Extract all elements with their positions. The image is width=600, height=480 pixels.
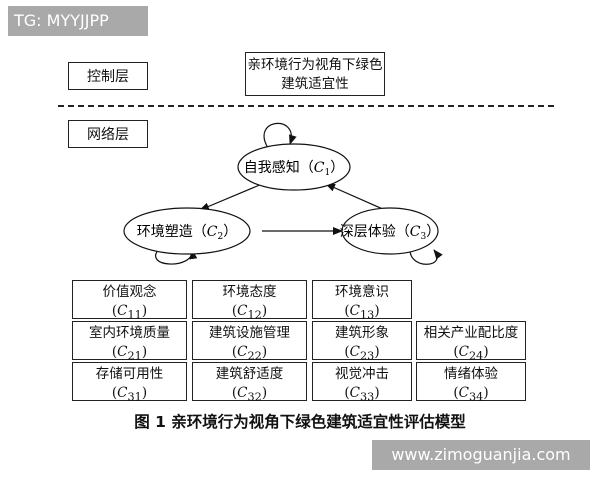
- indicator-c11: 价值观念 (C11): [72, 280, 187, 322]
- indicator-c12: 环境态度 (C12): [192, 280, 307, 322]
- indicator-c24: 相关产业配比度 (C24): [416, 321, 526, 363]
- self-loop-c1: [263, 122, 297, 149]
- indicator-c23: 建筑形象 (C23): [312, 321, 412, 363]
- layer-divider: [58, 105, 554, 107]
- figure-caption: 图 1 亲环境行为视角下绿色建筑适宜性评估模型: [134, 413, 466, 431]
- node-c1: [237, 143, 351, 191]
- self-loop-c2: [155, 247, 198, 265]
- node-c3: [341, 207, 439, 255]
- self-loop-c3: [409, 249, 443, 265]
- indicator-c34: 情绪体验 (C34): [416, 362, 526, 404]
- indicator-c31: 存储可用性 (C31): [72, 362, 187, 404]
- indicator-c21: 室内环境质量 (C21): [72, 321, 187, 363]
- watermark-bottom: www.zimoguanjia.com: [372, 440, 590, 470]
- node-c3-label: 深层体验（C3）: [340, 224, 440, 242]
- node-c2: [123, 207, 251, 255]
- edge-c3-c1: [325, 183, 386, 211]
- goal-line-2: 建筑适宜性: [281, 76, 349, 92]
- control-layer-label: 控制层: [68, 62, 148, 90]
- goal-box: 亲环境行为视角下绿色 建筑适宜性: [245, 52, 385, 96]
- indicator-c22: 建筑设施管理 (C22): [192, 321, 307, 363]
- indicator-c33: 视觉冲击 (C33): [312, 362, 412, 404]
- network-layer-label: 网络层: [68, 120, 148, 148]
- node-c1-label: 自我感知（C1）: [244, 159, 344, 178]
- indicator-c13: 环境意识 (C13): [312, 280, 412, 322]
- watermark-top: TG: MYYJJPP: [8, 6, 148, 36]
- indicator-c32: 建筑舒适度 (C32): [192, 362, 307, 404]
- goal-line-1: 亲环境行为视角下绿色: [247, 57, 383, 73]
- node-c2-label: 环境塑造（C2）: [137, 224, 237, 242]
- edge-c1-c2: [199, 183, 263, 211]
